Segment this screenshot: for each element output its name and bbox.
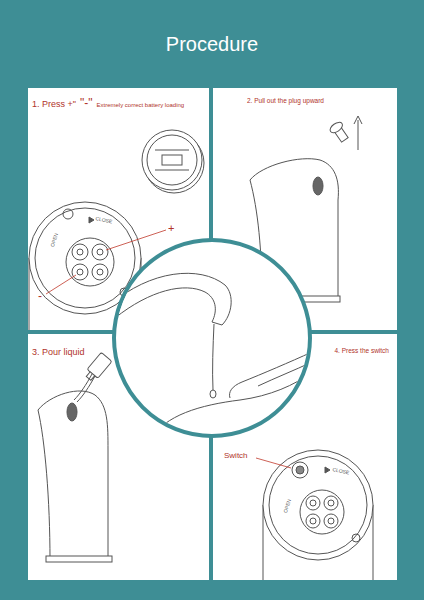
part-label: Switch [224, 452, 248, 460]
magnifier-circle [213, 324, 214, 390]
step-caption: Extremely correct battery loading [96, 102, 184, 109]
pouring-drawing [67, 403, 77, 421]
battery-lid-drawing [162, 155, 182, 165]
switch-base-drawing [325, 467, 330, 473]
step-panel: 3. Pour liquid [28, 334, 209, 580]
battery-base-drawing [29, 258, 30, 330]
magnifier-circle [114, 240, 310, 436]
magnifier-circle [110, 240, 312, 440]
switch-base-drawing [328, 500, 334, 506]
dispenser-drawing [328, 120, 344, 135]
switch-base-drawing [263, 450, 373, 560]
pouring-drawing [46, 556, 112, 562]
polarity-mark: - [38, 290, 42, 302]
battery-base-drawing [72, 244, 88, 260]
pouring-drawing [74, 374, 92, 400]
switch-base-drawing [373, 505, 374, 580]
pouring-drawing [83, 352, 112, 382]
magnifier-circle [258, 362, 312, 386]
switch-base-drawing [310, 500, 316, 506]
step-caption: 4. Press the switch [334, 347, 389, 354]
pouring-drawing [77, 376, 95, 402]
battery-base-drawing [77, 249, 83, 255]
switch-base-drawing [300, 490, 344, 534]
switch-base-drawing [306, 514, 320, 528]
polarity-mark: + [168, 223, 174, 234]
step-panel: 1. Press +" "-"Extremely correct battery … [28, 88, 209, 330]
battery-base-drawing [66, 238, 114, 286]
magnifier-circle [110, 273, 312, 440]
switch-base-drawing [269, 456, 367, 554]
battery-base-drawing [72, 264, 88, 280]
battery-base-drawing [77, 269, 83, 275]
switch-base-drawing [292, 462, 308, 478]
switch-base-drawing [263, 450, 373, 580]
switch-base-drawing [328, 518, 334, 524]
battery-lid-drawing [147, 135, 197, 185]
step-panel: 2. Pull out the plug upward [213, 88, 397, 330]
polarity-leader [46, 275, 76, 294]
battery-lid-drawing [155, 150, 189, 151]
pouring-drawing [38, 391, 108, 560]
magnifier-circle [210, 390, 216, 398]
battery-base-drawing [97, 249, 103, 255]
polarity-leader [106, 230, 166, 250]
dispenser-drawing [313, 177, 323, 195]
battery-base-drawing [35, 208, 135, 308]
step-caption: 1. Press +" [32, 99, 76, 109]
battery-base-drawing [97, 269, 103, 275]
switch-base-drawing [352, 534, 360, 542]
magnifier-circle [230, 352, 313, 398]
step-caption: "-" [80, 97, 93, 111]
dispenser-drawing [328, 120, 350, 144]
dispenser-drawing [354, 116, 362, 124]
battery-base-drawing [63, 209, 73, 219]
switch-base-drawing [306, 496, 320, 510]
magnifier-circle [110, 273, 231, 325]
switch-base-drawing [310, 518, 316, 524]
step-caption: 2. Pull out the plug upward [247, 97, 324, 104]
switch-base-drawing [324, 496, 338, 510]
magnifier-circle [150, 372, 312, 440]
battery-lid-drawing [155, 170, 189, 171]
battery-lid-drawing [142, 130, 204, 193]
battery-base-drawing [89, 217, 94, 223]
dispenser-drawing [358, 120, 359, 150]
switch-leader [256, 458, 291, 468]
battery-base-drawing [92, 264, 108, 280]
step-caption: 3. Pour liquid [32, 347, 85, 357]
switch-base-drawing [263, 505, 264, 580]
page-title: Procedure [0, 34, 424, 54]
battery-lid-drawing [142, 130, 202, 190]
switch-leader [256, 458, 291, 468]
switch-base-drawing [324, 514, 338, 528]
pouring-drawing [38, 352, 112, 562]
battery-base-drawing [92, 244, 108, 260]
switch-base-drawing [296, 466, 304, 474]
